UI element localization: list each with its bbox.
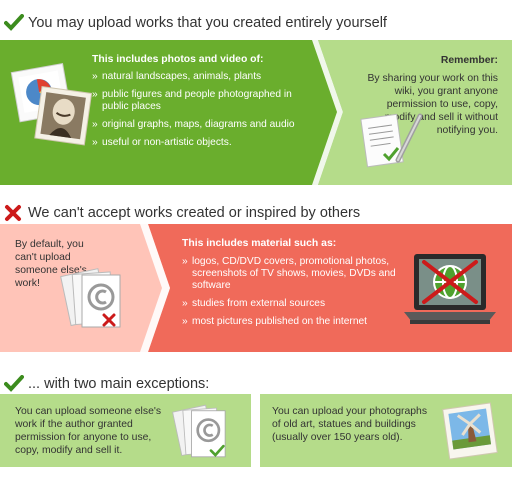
copyright-documents-check-icon (172, 404, 226, 458)
list-item: studies from external sources (182, 298, 397, 310)
list-item: natural landscapes, animals, plants (92, 71, 307, 83)
list-item: logos, CD/DVD covers, promotional photos… (182, 256, 396, 292)
copyright-documents-icon (60, 268, 121, 328)
remember-title: Remember: (440, 55, 498, 66)
forbidden-default-text: By default, you can't upload someone els… (15, 239, 87, 289)
list-item: most pictures published on the internet (182, 316, 397, 328)
allowed-includes-title: This includes photos and video of: (92, 54, 264, 65)
exception-left-text: You can upload someone else's work if th… (15, 406, 162, 456)
document-pen-icon (360, 113, 423, 168)
remember-text: By sharing your work on this wiki, you g… (367, 73, 498, 136)
check-icon (4, 375, 24, 392)
list-item: useful or non-artistic objects. (92, 137, 307, 149)
list-item: original graphs, maps, diagrams and audi… (92, 119, 307, 131)
forbidden-includes-title: This includes material such as: (182, 238, 337, 249)
forbidden-list: logos, CD/DVD covers, promotional photos… (182, 256, 397, 334)
list-item: public figures and people photographed i… (92, 89, 292, 113)
cross-icon (5, 205, 21, 221)
laptop-forbidden-icon (404, 254, 496, 324)
exception-right-text: You can upload your photographs of old a… (272, 406, 428, 443)
allowed-list: natural landscapes, animals, plants publ… (92, 71, 307, 155)
windmill-photo-icon (442, 402, 498, 460)
photos-icon (10, 62, 92, 146)
check-icon (4, 14, 24, 31)
